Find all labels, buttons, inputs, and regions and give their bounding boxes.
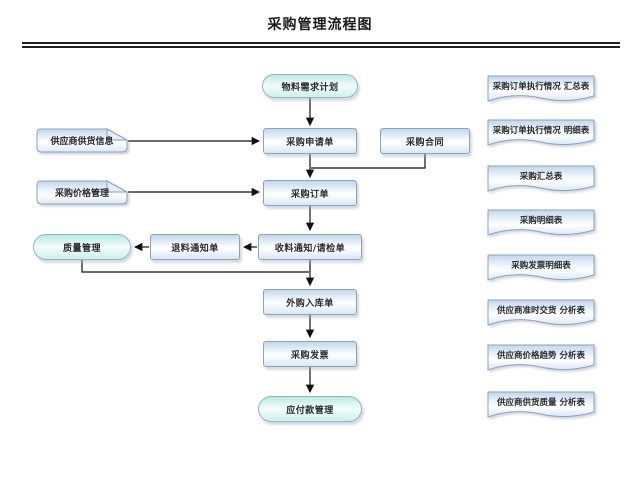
node-label: 供应商供货信息 <box>50 137 114 147</box>
node-purchase-request: 采购申请单 <box>263 128 357 154</box>
page-title: 采购管理流程图 <box>267 17 373 33</box>
report-label: 供应商价格趋势 分析表 <box>497 351 585 362</box>
report-label: 采购订单执行情况 汇总表 <box>492 82 590 93</box>
report-invoice-detail: 采购发票明细表 <box>486 253 596 285</box>
node-return-notice: 退料通知单 <box>150 234 240 260</box>
node-purchase-order: 采购订单 <box>263 180 357 206</box>
edge-purchase-contract-join <box>311 154 426 169</box>
node-label: 采购价格管理 <box>54 189 109 199</box>
report-label: 采购订单执行情况 明细表 <box>492 126 590 137</box>
node-price-management: 采购价格管理 <box>36 180 128 205</box>
node-receiving-notice: 收料通知/请检单 <box>258 234 362 260</box>
report-supplier-ontime-delivery: 供应商准时交货 分析表 <box>486 298 596 330</box>
node-payable-management: 应付款管理 <box>258 396 362 422</box>
node-supplier-supply-info: 供应商供货信息 <box>36 128 128 153</box>
report-supplier-price-trend: 供应商价格趋势 分析表 <box>486 343 596 375</box>
title-divider <box>22 42 620 48</box>
node-material-plan: 物料需求计划 <box>262 74 358 98</box>
report-order-execution-summary: 采购订单执行情况 汇总表 <box>486 74 596 106</box>
report-label: 采购发票明细表 <box>511 261 571 272</box>
folded-corner-icon <box>106 128 128 141</box>
node-purchase-contract: 采购合同 <box>380 128 470 154</box>
folded-corner-icon <box>106 180 128 193</box>
report-order-execution-detail: 采购订单执行情况 明细表 <box>486 118 596 150</box>
report-supplier-quality: 供应商供货质量 分析表 <box>486 390 596 422</box>
report-label: 供应商准时交货 分析表 <box>497 306 585 317</box>
node-purchase-invoice: 采购发票 <box>263 341 357 367</box>
report-purchase-summary: 采购汇总表 <box>486 164 596 196</box>
node-warehouse-entry: 外购入库单 <box>263 289 357 315</box>
report-label: 采购明细表 <box>519 216 563 227</box>
edge-quality-management-join <box>81 260 309 273</box>
node-quality-management: 质量管理 <box>33 234 131 260</box>
report-label: 采购汇总表 <box>519 172 563 183</box>
report-label: 供应商供货质量 分析表 <box>497 398 585 409</box>
report-purchase-detail: 采购明细表 <box>486 208 596 240</box>
